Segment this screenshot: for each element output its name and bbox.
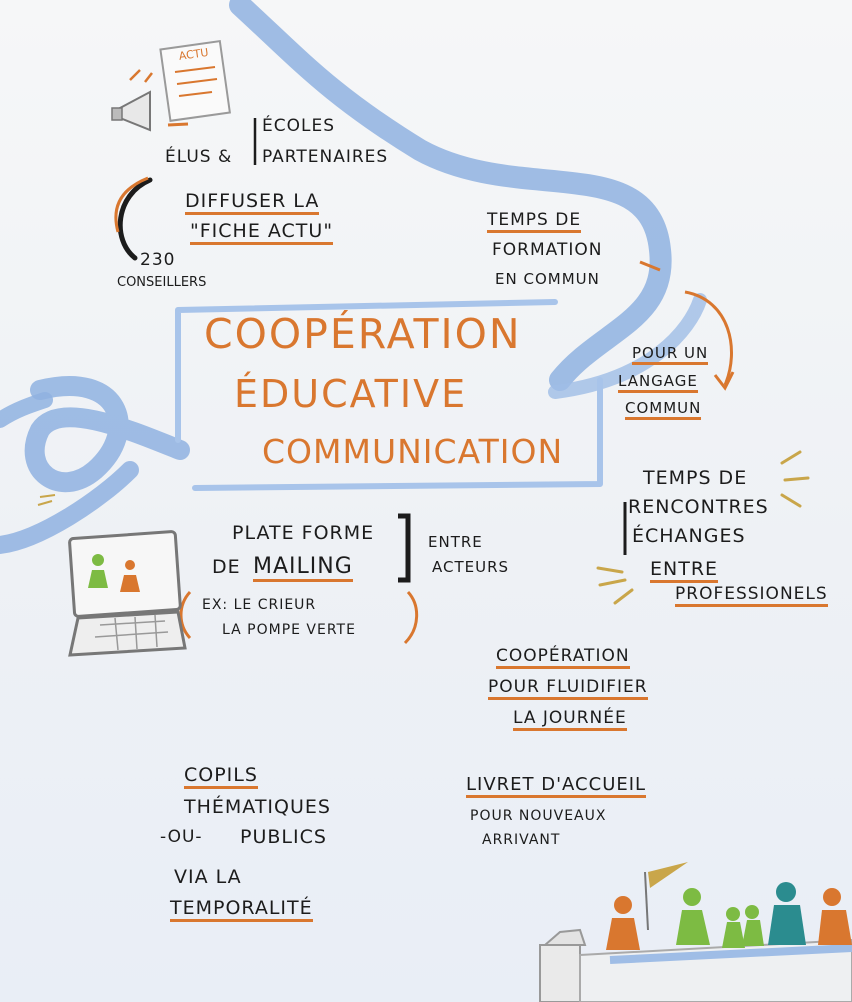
actu-label: ACTU <box>178 45 210 63</box>
mailing-line2a: DE <box>212 556 241 578</box>
mailing-example-line2: LA POMPE VERTE <box>222 622 356 638</box>
flag-icon <box>648 862 688 888</box>
formation-line2: FORMATION <box>492 240 603 260</box>
copils-line1: COPILS <box>184 764 258 789</box>
formation-arrow <box>684 290 733 386</box>
formation-line1: TEMPS DE <box>487 210 582 233</box>
blue-loop-tail <box>0 461 139 554</box>
livret-line2: POUR NOUVEAUX <box>470 808 607 824</box>
mailing-line2b: MAILING <box>253 554 353 582</box>
diffuser-line1: DIFFUSER LA <box>185 190 320 215</box>
rencontres-line2: RENCONTRES <box>628 496 769 518</box>
conseillers-label: CONSEILLERS <box>117 275 207 290</box>
formation-line3: EN COMMUN <box>495 270 600 288</box>
cooperation-journee-line1: COOPÉRATION <box>496 646 630 669</box>
newsletter-icon <box>159 40 231 122</box>
diffuser-line2: "FICHE ACTU" <box>190 220 334 245</box>
livret-line3: ARRIVANT <box>482 832 561 848</box>
mailing-example-line1: EX: LE CRIEUR <box>202 597 317 613</box>
audience-elus: ÉLUS & <box>165 147 233 167</box>
megaphone-icon <box>111 69 153 132</box>
livret-line1: LIVRET D'ACCUEIL <box>466 774 647 798</box>
title-line3: COMMUNICATION <box>262 432 564 471</box>
rencontres-line3: ÉCHANGES <box>632 525 746 547</box>
copils-line5: TEMPORALITÉ <box>170 897 313 922</box>
copils-line4: VIA LA <box>174 866 242 888</box>
example-paren-right <box>403 590 419 645</box>
mailing-line1: PLATE FORME <box>232 522 375 544</box>
blue-river-stroke <box>229 0 672 391</box>
laptop-icon <box>68 530 187 657</box>
mailing-entre: ENTRE <box>428 533 483 551</box>
rencontres-line5: PROFESSIONELS <box>675 584 828 607</box>
blue-loop-ribbon <box>24 376 190 493</box>
people-group-icon <box>539 862 852 1002</box>
langage-line2: LANGAGE <box>618 372 698 393</box>
mailing-acteurs: ACTEURS <box>432 558 510 576</box>
audience-partenaires: PARTENAIRES <box>262 147 389 167</box>
title-line2: ÉDUCATIVE <box>234 372 468 416</box>
copils-line2: THÉMATIQUES <box>184 796 331 818</box>
langage-line1: POUR UN <box>632 344 709 365</box>
title-frame <box>175 299 603 491</box>
blue-loop-left <box>0 392 53 428</box>
blue-river-tail <box>548 293 707 399</box>
spark-lines <box>596 450 810 605</box>
rencontres-line4: ENTRE <box>650 558 719 583</box>
conseillers-bracket-accent <box>114 176 149 233</box>
copils-line3b: PUBLICS <box>240 826 327 848</box>
example-paren-left <box>179 590 192 640</box>
copils-line3a: -OU- <box>160 827 203 847</box>
cooperation-journee-line2: POUR FLUIDIFIER <box>488 677 648 700</box>
audience-ecoles: ÉCOLES <box>262 116 335 136</box>
conseillers-bracket <box>117 177 153 261</box>
cooperation-journee-line3: LA JOURNÉE <box>513 708 627 731</box>
mailing-bracket <box>398 513 411 583</box>
rencontres-line1: TEMPS DE <box>643 467 748 489</box>
title-line1: COOPÉRATION <box>204 310 522 358</box>
conseillers-count: 230 <box>140 250 176 270</box>
langage-line3: COMMUN <box>625 399 702 420</box>
